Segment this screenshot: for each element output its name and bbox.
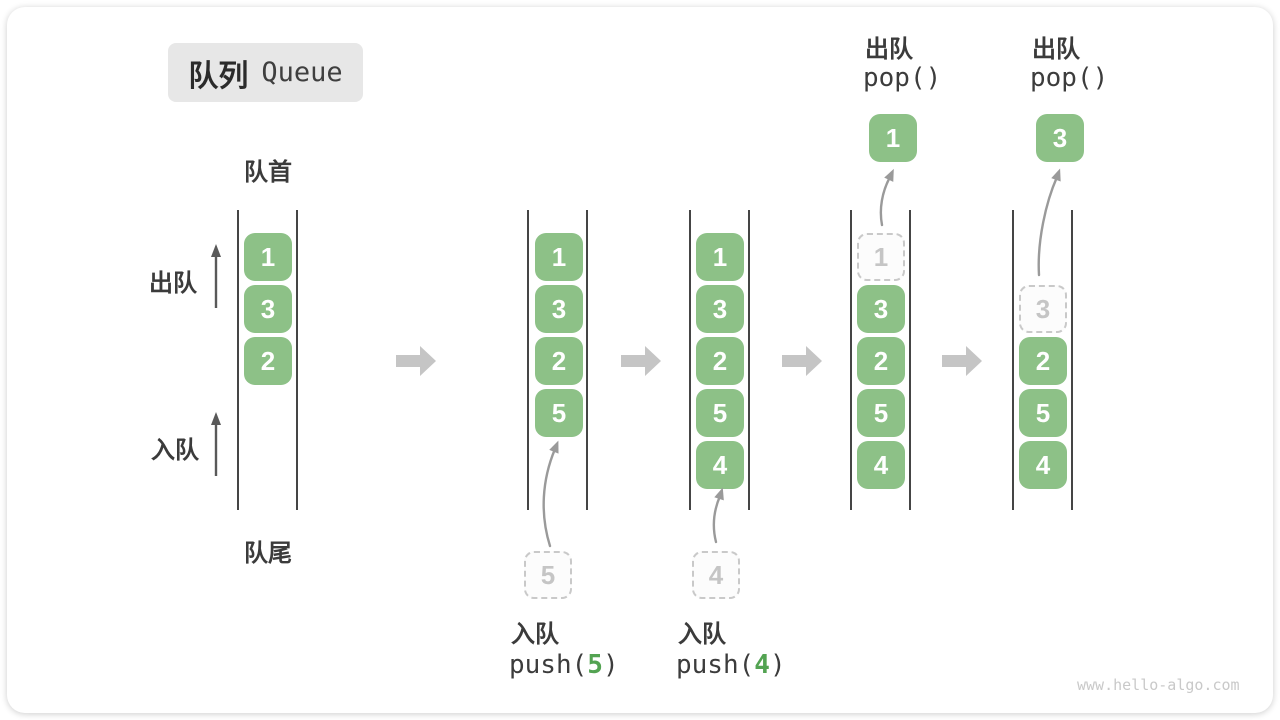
code-close: ) xyxy=(769,650,786,680)
label-dequeue: 出队 xyxy=(149,270,197,297)
flow-right-arrow-icon xyxy=(942,346,982,376)
flow-right-arrow-icon xyxy=(782,346,822,376)
incoming-element-ghost: 5 xyxy=(524,551,572,599)
flow-right-arrow-icon xyxy=(621,346,661,376)
queue-element: 1 xyxy=(244,233,292,281)
code-arg: 4 xyxy=(754,650,770,680)
op-dequeue-code: pop() xyxy=(1030,63,1109,93)
dequeue-curved-arrow-icon xyxy=(1037,168,1061,277)
queue-element: 2 xyxy=(857,337,905,385)
queue-element: 3 xyxy=(857,285,905,333)
queue-element: 1 xyxy=(535,233,583,281)
op-dequeue-label: 出队 xyxy=(1032,36,1080,63)
queue-element: 3 xyxy=(696,285,744,333)
queue-element: 2 xyxy=(696,337,744,385)
code-fn: push( xyxy=(509,650,588,680)
op-dequeue-code: pop() xyxy=(863,63,942,93)
flow-right-arrow-icon xyxy=(396,346,436,376)
queue-element: 2 xyxy=(244,337,292,385)
popped-element: 3 xyxy=(1036,114,1084,162)
queue-element: 4 xyxy=(857,441,905,489)
label-queue-front: 队首 xyxy=(244,159,292,186)
enqueue-curved-arrow-icon xyxy=(542,440,559,548)
op-enqueue-code: push(4) xyxy=(676,650,786,680)
queue-container-stage2 xyxy=(527,210,588,510)
title-zh: 队列 xyxy=(188,59,249,93)
queue-container-stage1 xyxy=(237,210,298,510)
op-enqueue-label: 入队 xyxy=(511,621,559,648)
dequeue-up-arrow-icon xyxy=(211,244,221,308)
queue-element: 2 xyxy=(535,337,583,385)
queue-element: 5 xyxy=(696,389,744,437)
queue-element: 5 xyxy=(535,389,583,437)
code-close: ) xyxy=(602,650,619,680)
watermark: www.hello-algo.com xyxy=(1077,676,1240,694)
queue-element: 1 xyxy=(696,233,744,281)
queue-container-stage3 xyxy=(689,210,750,510)
op-enqueue-label: 入队 xyxy=(678,621,726,648)
queue-container-stage5 xyxy=(1012,210,1073,510)
enqueue-up-arrow-icon xyxy=(211,412,221,476)
dequeue-curved-arrow-icon xyxy=(879,168,894,227)
removed-element-ghost: 3 xyxy=(1019,285,1067,333)
queue-element: 4 xyxy=(696,441,744,489)
label-queue-rear: 队尾 xyxy=(244,540,292,567)
enqueue-curved-arrow-icon xyxy=(712,487,724,544)
title-en: Queue xyxy=(261,57,343,88)
queue-element: 3 xyxy=(244,285,292,333)
queue-container-stage4 xyxy=(850,210,911,510)
queue-element: 3 xyxy=(535,285,583,333)
op-dequeue-label: 出队 xyxy=(865,36,913,63)
queue-element: 5 xyxy=(857,389,905,437)
label-enqueue: 入队 xyxy=(151,437,199,464)
queue-element: 5 xyxy=(1019,389,1067,437)
code-fn: push( xyxy=(676,650,755,680)
removed-element-ghost: 1 xyxy=(857,233,905,281)
popped-element: 1 xyxy=(869,114,917,162)
queue-element: 4 xyxy=(1019,441,1067,489)
code-arg: 5 xyxy=(587,650,603,680)
queue-element: 2 xyxy=(1019,337,1067,385)
title-badge: 队列 Queue xyxy=(168,43,363,102)
op-enqueue-code: push(5) xyxy=(509,650,619,680)
incoming-element-ghost: 4 xyxy=(692,551,740,599)
